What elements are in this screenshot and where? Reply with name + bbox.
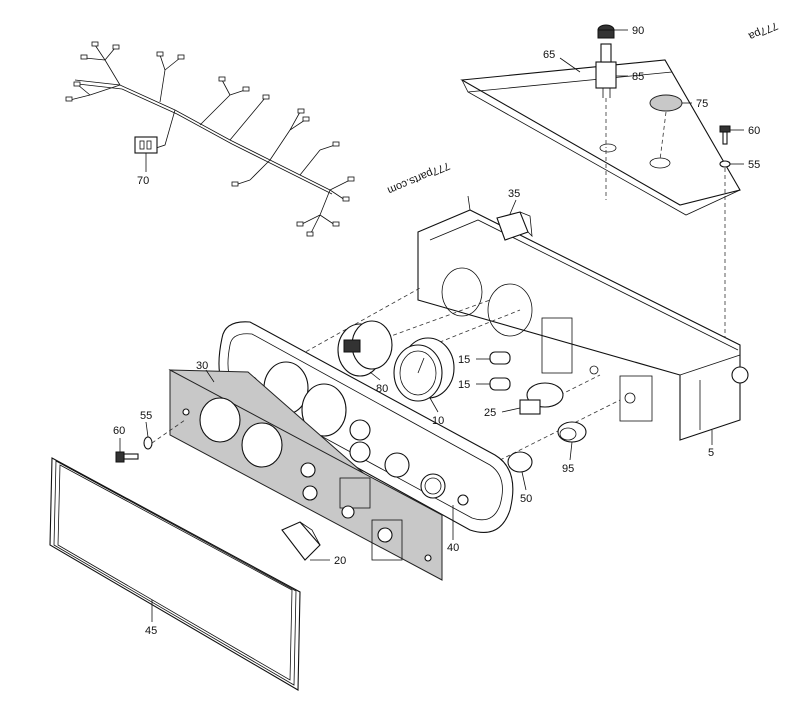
callout-55-left: 55 [140,410,152,422]
indicator-lamp-lower [489,377,511,391]
screw-right [719,125,731,145]
blanking-plug [649,94,683,112]
callout-45: 45 [145,625,157,637]
callout-5: 5 [708,447,714,459]
leader-lines [119,29,744,622]
watermark-center: 777parts.com [385,159,451,196]
panel-housing [417,195,749,441]
screw-left [115,451,139,463]
panel-decal [168,369,443,581]
callout-75: 75 [696,98,708,110]
callout-labels: 90 85 65 75 60 55 35 70 5 80 10 15 15 25… [113,25,760,637]
callout-10: 10 [432,415,444,427]
rotary-switch [519,382,564,415]
push-button [557,421,587,443]
callout-40: 40 [447,542,459,554]
harness-plug [134,136,158,154]
wiring-harness [65,41,355,237]
callout-30: 30 [196,360,208,372]
callout-60-left: 60 [113,425,125,437]
sealing-disc [507,451,533,473]
washer-left [143,436,153,450]
selector-knob [281,521,321,561]
hour-meter [337,320,393,377]
callout-25: 25 [484,407,496,419]
callout-65: 65 [543,49,555,61]
callout-70: 70 [137,175,149,187]
switch-cap [597,24,615,39]
callout-50: 50 [520,493,532,505]
callout-95: 95 [562,463,574,475]
gasket-frame [49,457,301,691]
callout-15-upper: 15 [458,354,470,366]
washer-right [719,160,731,168]
toggle-switch [595,43,617,98]
pressure-gauge [393,337,455,402]
callout-90: 90 [632,25,644,37]
callout-20: 20 [334,555,346,567]
relay-module [496,211,533,241]
callout-80: 80 [376,383,388,395]
callout-15-lower: 15 [458,379,470,391]
callout-60-right: 60 [748,125,760,137]
callout-85: 85 [632,71,644,83]
watermark-corner: 777pa [746,19,780,42]
callout-35: 35 [508,188,520,200]
callout-55-right: 55 [748,159,760,171]
indicator-lamp-upper [489,351,511,365]
